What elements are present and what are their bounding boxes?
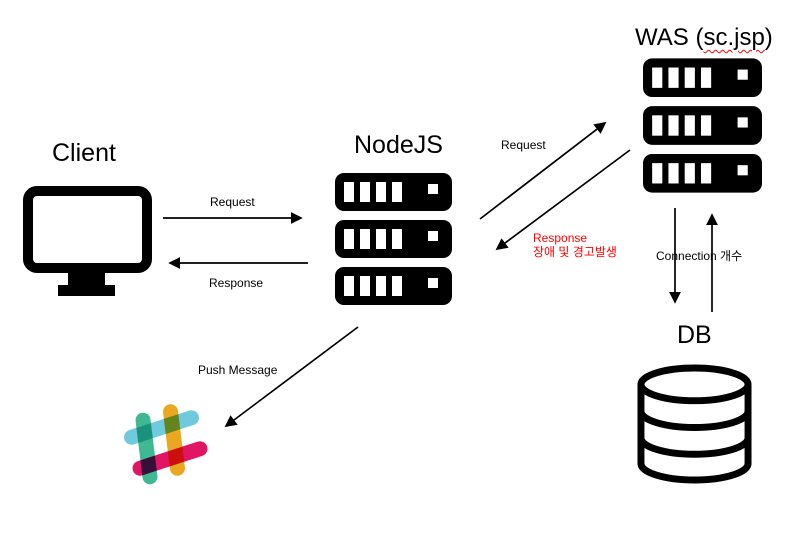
- label-was-response-alert: Response 장애 및 경고발생: [533, 231, 617, 259]
- nodejs-server-icon: [335, 173, 452, 305]
- monitor-neck: [68, 272, 105, 287]
- was-label: WAS (sc.jsp): [635, 24, 773, 52]
- slack-hash: [124, 404, 208, 485]
- monitor-base: [58, 285, 115, 296]
- server-unit: [335, 220, 452, 258]
- slack-bar-yellow: [163, 404, 185, 476]
- client-label: Client: [52, 139, 116, 167]
- alert-line-1: Response: [533, 231, 588, 245]
- label-was-request: Request: [501, 138, 546, 152]
- was-label-prefix: WAS (: [635, 24, 704, 51]
- db-bottom: [637, 460, 752, 484]
- server-unit: [643, 153, 762, 193]
- server-unit: [643, 58, 762, 98]
- server-unit: [335, 173, 452, 211]
- db-top: [637, 364, 752, 405]
- server-unit: [643, 106, 762, 145]
- db-ring-1: [637, 407, 752, 431]
- db-sides: [637, 380, 752, 468]
- db-cylinder-icon: [637, 364, 752, 484]
- was-label-jsp: sc.jsp: [703, 24, 765, 51]
- db-ring-2: [637, 434, 752, 458]
- slack-bar-blue: [124, 410, 199, 445]
- nodejs-label: NodeJS: [354, 131, 443, 159]
- was-label-suffix: ): [764, 24, 773, 51]
- monitor-screen: [23, 186, 152, 273]
- db-label: DB: [677, 321, 712, 349]
- slack-logo-icon: [124, 404, 208, 485]
- label-db-connection: Connection 개수: [656, 249, 743, 263]
- label-client-response: Response: [209, 276, 264, 290]
- slack-bar-green: [135, 412, 158, 485]
- was-server-icon: [643, 58, 762, 193]
- server-unit: [335, 267, 452, 305]
- label-client-request: Request: [210, 195, 255, 209]
- alert-line-2: 장애 및 경고발생: [533, 245, 617, 259]
- label-slack-push: Push Message: [198, 363, 278, 377]
- client-monitor-icon: [23, 186, 152, 296]
